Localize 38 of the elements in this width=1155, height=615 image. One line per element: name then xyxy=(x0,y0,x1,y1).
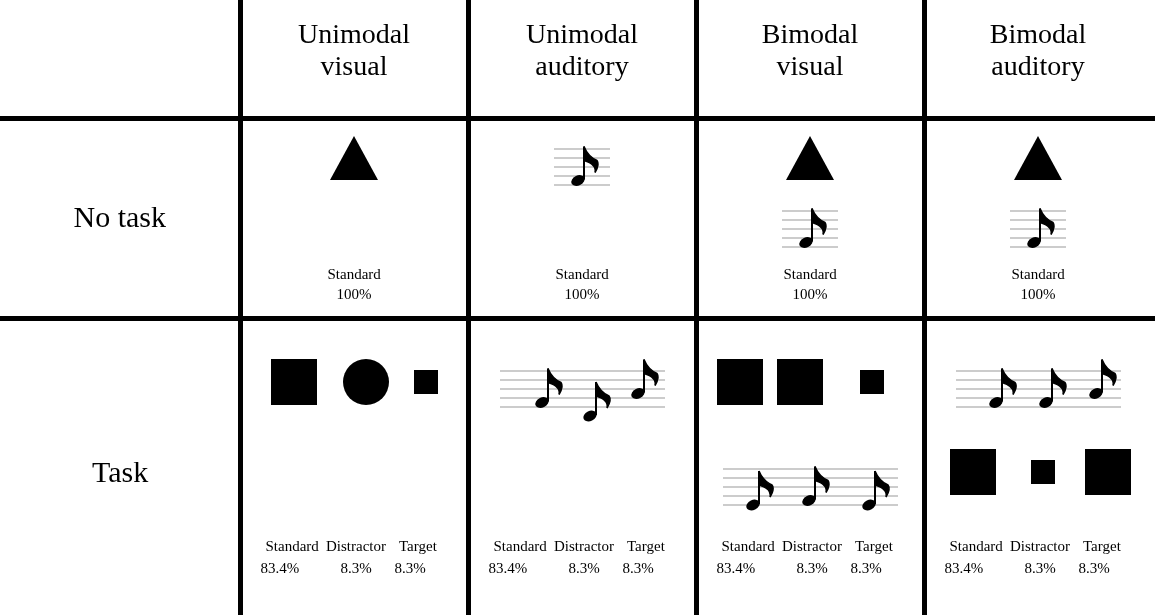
stimulus-type-label: Distractor xyxy=(782,538,842,556)
column-header: Bimodal visual xyxy=(760,18,860,83)
probability-label: 83.4% xyxy=(944,560,984,578)
probability-label: 100% xyxy=(792,286,828,304)
column-header: Bimodal auditory xyxy=(988,18,1088,83)
stimulus-type-label: Standard xyxy=(1011,266,1065,284)
probability-label: 8.3% xyxy=(568,560,600,578)
stimulus-type-label: Target xyxy=(855,538,893,556)
stimulus-type-label: Standard xyxy=(493,538,547,556)
probability-label: 8.3% xyxy=(340,560,372,578)
stimulus-type-label: Standard xyxy=(555,266,609,284)
probability-label: 100% xyxy=(1020,286,1056,304)
stimulus-type-label: Standard xyxy=(783,266,837,284)
stimulus-type-label: Distractor xyxy=(1010,538,1070,556)
column-header: Unimodal auditory xyxy=(525,18,639,83)
stimulus-type-label: Target xyxy=(627,538,665,556)
probability-label: 83.4% xyxy=(716,560,756,578)
row-header: No task xyxy=(73,200,166,235)
stimulus-type-label: Standard xyxy=(265,538,319,556)
probability-label: 83.4% xyxy=(260,560,300,578)
stimulus-type-label: Standard xyxy=(949,538,1003,556)
column-header: Unimodal visual xyxy=(297,18,411,83)
probability-label: 100% xyxy=(336,286,372,304)
stimulus-type-label: Distractor xyxy=(554,538,614,556)
probability-label: 8.3% xyxy=(1078,560,1110,578)
stimulus-type-label: Distractor xyxy=(326,538,386,556)
stimulus-type-label: Target xyxy=(399,538,437,556)
stimulus-type-label: Standard xyxy=(721,538,775,556)
probability-label: 8.3% xyxy=(1024,560,1056,578)
row-header: Task xyxy=(92,455,149,490)
probability-label: 8.3% xyxy=(850,560,882,578)
probability-label: 8.3% xyxy=(394,560,426,578)
probability-label: 83.4% xyxy=(488,560,528,578)
probability-label: 8.3% xyxy=(622,560,654,578)
probability-label: 8.3% xyxy=(796,560,828,578)
stimulus-type-label: Target xyxy=(1083,538,1121,556)
stimulus-type-label: Standard xyxy=(327,266,381,284)
probability-label: 100% xyxy=(564,286,600,304)
